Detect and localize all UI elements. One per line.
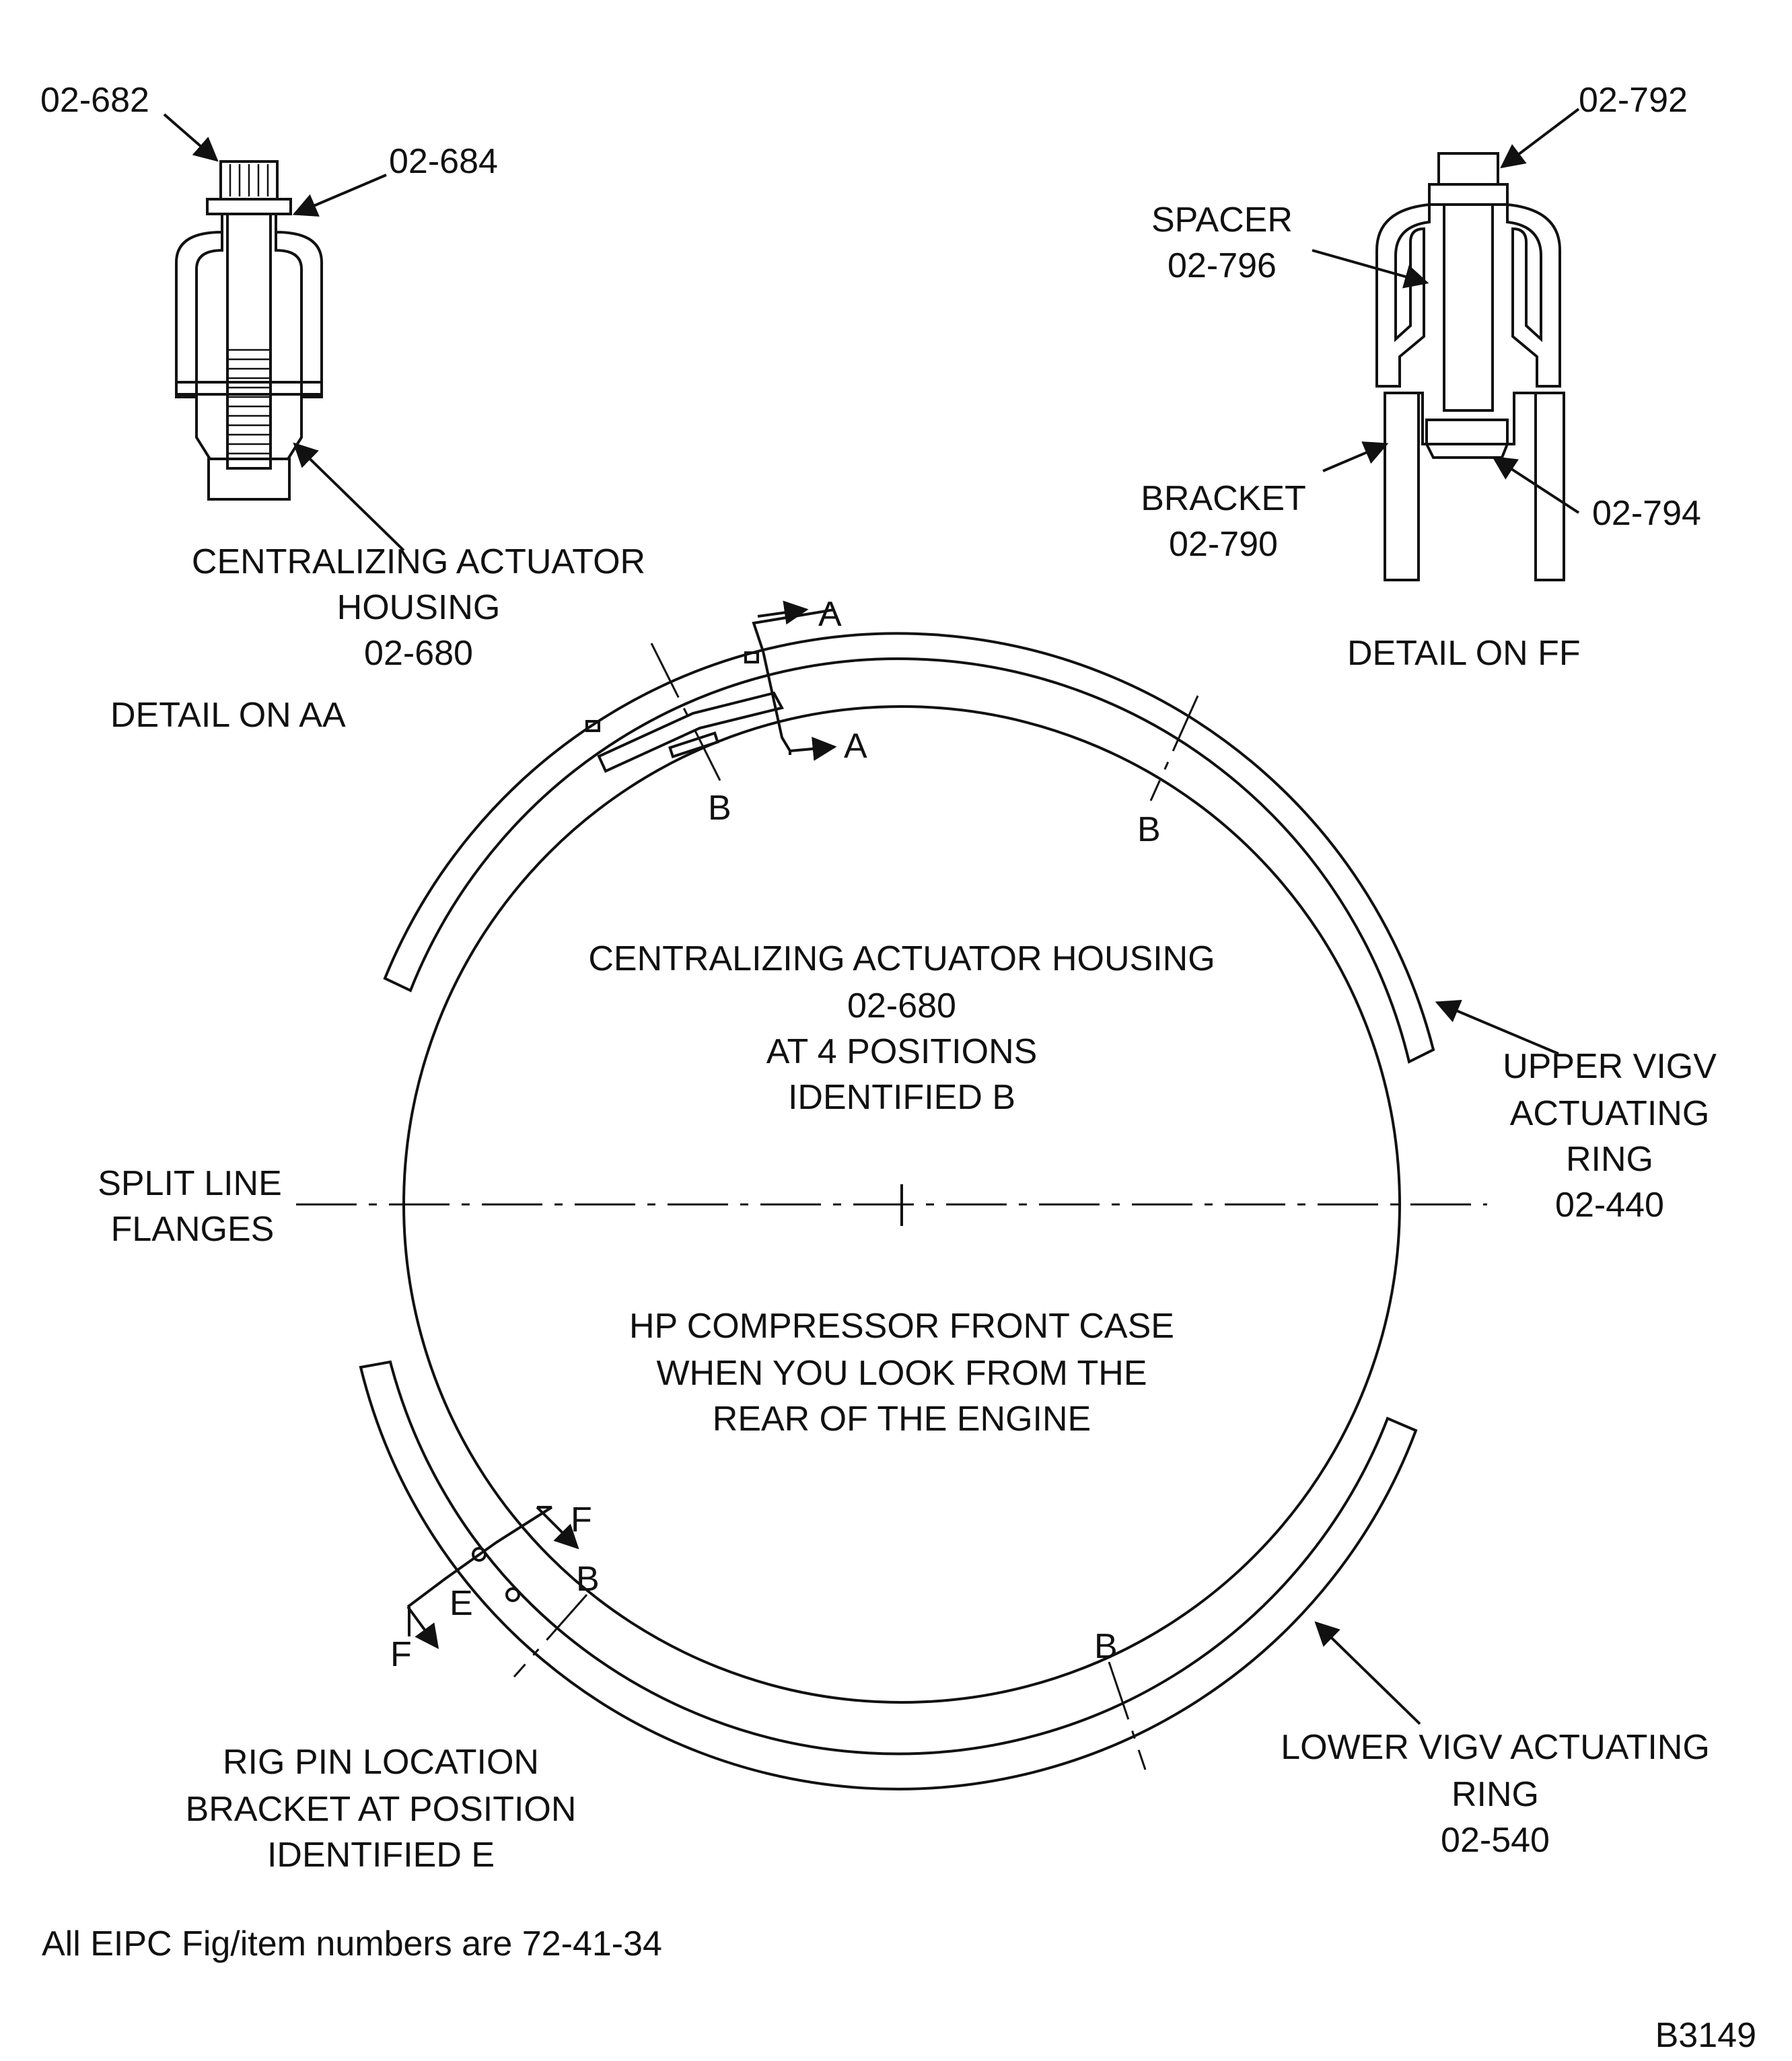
marker-e: E [450,1584,473,1623]
lower-ring-label-line-2: RING [1451,1775,1539,1814]
upper-vigv-ring [383,632,1435,1064]
center-label-line-1: CENTRALIZING ACTUATOR HOUSING [588,939,1215,978]
rig-pin-label-line-1: RIG PIN LOCATION [223,1743,539,1782]
marker-a-bottom: A [844,727,867,766]
callout-02-684: 02-684 [389,142,498,181]
section-b-upper-right [1149,695,1199,801]
actuator-housing-on-ring [597,691,784,773]
section-a-cut-line [752,608,835,752]
section-b-lower-left [513,1594,588,1677]
washer-02-684 [206,198,292,215]
rig-pin-label-line-2: BRACKET AT POSITION [186,1790,577,1829]
rig-pin-label-line-3: IDENTIFIED E [267,1836,495,1875]
footnote: All EIPC Fig/item numbers are 72-41-34 [42,1924,662,1963]
center-label-line-4: IDENTIFIED B [788,1078,1015,1117]
case-label-line-1: HP COMPRESSOR FRONT CASE [629,1307,1174,1346]
callout-02-682: 02-682 [40,81,149,120]
callout-02-794: 02-794 [1592,494,1701,533]
lower-ring-label-line-3: 02-540 [1441,1821,1550,1860]
spacer-label-line-2: 02-796 [1168,246,1277,285]
center-label-line-2: 02-680 [847,986,956,1025]
bracket-label-line-2: 02-790 [1169,525,1278,564]
detail-ff-title: DETAIL ON FF [1347,634,1581,673]
detail-aa-drawing [163,113,405,552]
section-b-lower-right [1108,1661,1147,1770]
figure-id: B3149 [1655,2016,1756,2055]
nut-02-792 [1437,152,1499,186]
lower-vigv-ring [359,1360,1418,1791]
center-label-line-3: AT 4 POSITIONS [766,1032,1038,1071]
marker-b-2: B [1137,810,1161,849]
upper-ring-label-line-2: ACTUATING [1510,1094,1710,1133]
section-b-upper-left [650,643,721,781]
marker-b-1: B [708,789,731,828]
split-line-label-line-1: SPLIT LINE [98,1164,282,1203]
marker-a-top: A [818,595,842,634]
upper-ring-label-line-4: 02-440 [1555,1186,1664,1225]
actuator-bolt [226,213,272,470]
callout-02-792: 02-792 [1579,81,1688,120]
compressor-front-case-view [296,600,1559,1791]
rig-pin-hole-1 [472,1547,487,1562]
marker-b-3: B [576,1560,600,1599]
rig-pin-hole-2 [505,1587,520,1602]
upper-ring-label-line-1: UPPER VIGV [1503,1047,1717,1086]
housing-flange [175,381,323,396]
housing-label-line-2: HOUSING [337,588,501,627]
bracket-label-line-1: BRACKET [1141,479,1306,518]
upper-ring-label-line-3: RING [1566,1140,1653,1179]
plate-02-794 [1425,419,1509,445]
section-f-cut-line [406,1506,553,1608]
housing-label-line-3: 02-680 [364,634,473,673]
marker-b-4: B [1094,1627,1118,1666]
spacer-02-796 [1443,203,1494,412]
lower-ring-label-line-1: LOWER VIGV ACTUATING [1281,1728,1710,1767]
housing-label-line-1: CENTRALIZING ACTUATOR [192,542,645,581]
case-label-line-2: WHEN YOU LOOK FROM THE [656,1354,1147,1393]
marker-f-1: F [571,1500,592,1540]
detail-aa-title: DETAIL ON AA [110,696,346,735]
spacer-label-line-1: SPACER [1151,201,1293,240]
detail-ff-drawing [1312,108,1580,581]
marker-f-2: F [390,1635,412,1674]
case-label-line-3: REAR OF THE ENGINE [713,1400,1091,1439]
bracket-02-790 [1384,392,1420,581]
split-line-label-line-2: FLANGES [111,1210,275,1249]
